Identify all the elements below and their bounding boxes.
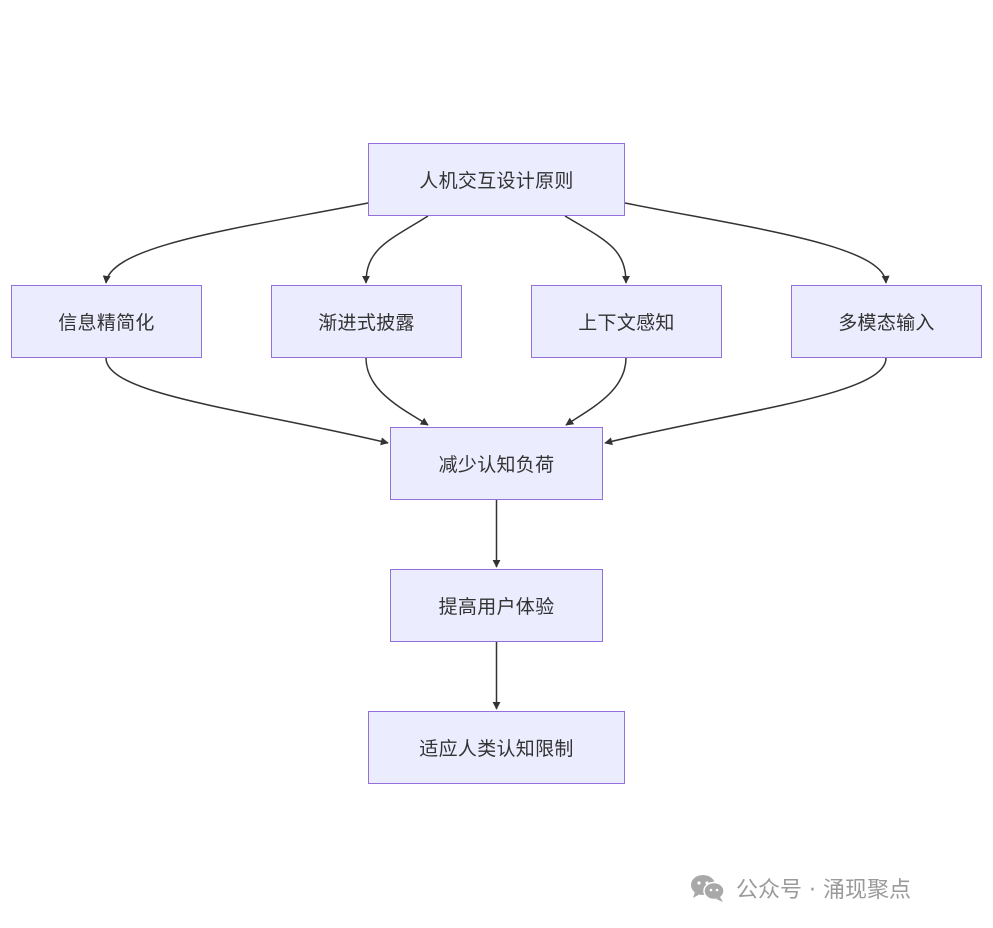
watermark: 公众号 · 涌现聚点: [688, 868, 911, 908]
edge-root-context: [564, 215, 630, 284]
node-improve-user-experience: 提高用户体验: [390, 569, 603, 642]
edge-multimodal-reduce: [604, 357, 887, 446]
edge-progressive-reduce: [365, 357, 429, 426]
node-label: 渐进式披露: [318, 312, 415, 334]
node-reduce-cognitive-load: 减少认知负荷: [390, 427, 603, 500]
node-label: 适应人类认知限制: [419, 738, 574, 760]
node-label: 信息精简化: [58, 312, 155, 334]
node-label: 多模态输入: [838, 312, 935, 334]
node-multimodal-input: 多模态输入: [791, 285, 982, 358]
watermark-text: 公众号 · 涌现聚点: [736, 878, 911, 903]
edge-root-progressive: [362, 215, 429, 284]
node-context-awareness: 上下文感知: [531, 285, 722, 358]
node-label: 上下文感知: [578, 312, 675, 334]
wechat-icon: [691, 875, 725, 902]
node-information-simplification: 信息精简化: [11, 285, 202, 358]
edge-info-reduce: [105, 357, 389, 446]
node-progressive-disclosure: 渐进式披露: [271, 285, 462, 358]
edge-root-multimodal: [624, 202, 890, 284]
node-label: 减少认知负荷: [438, 454, 555, 476]
node-hci-design-principles: 人机交互设计原则: [368, 143, 625, 216]
node-adapt-cognitive-limits: 适应人类认知限制: [368, 711, 625, 784]
node-label: 人机交互设计原则: [419, 170, 574, 192]
edge-context-reduce: [565, 357, 627, 426]
edge-root-info: [102, 202, 369, 284]
node-label: 提高用户体验: [438, 596, 555, 618]
